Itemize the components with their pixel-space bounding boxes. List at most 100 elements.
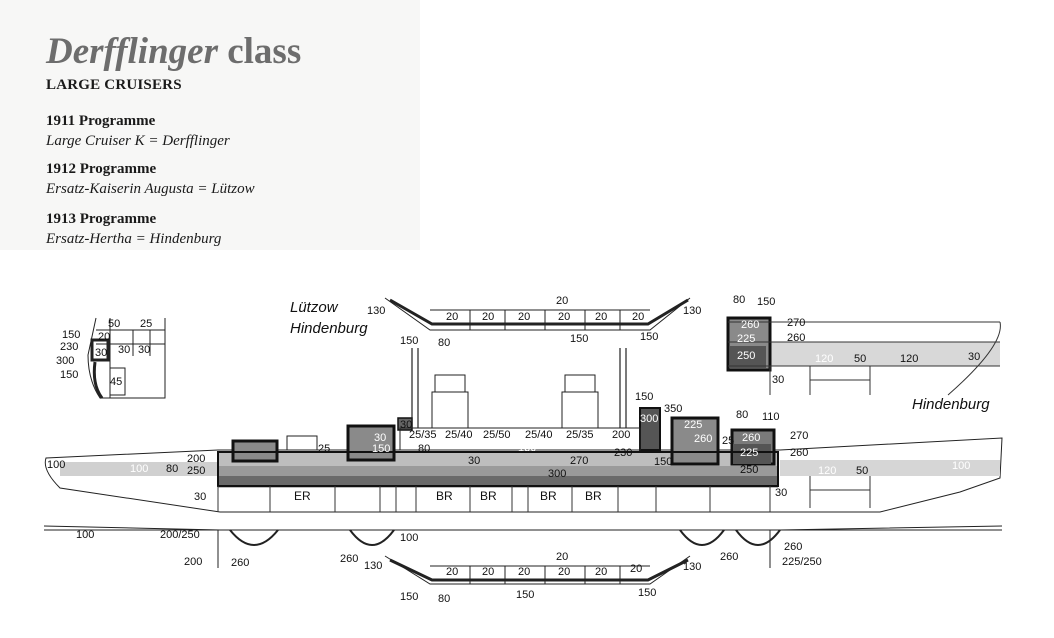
- label-bottom-4: 260: [231, 557, 249, 569]
- label-side-6: 30: [194, 491, 206, 503]
- label-hindenburg-right: Hindenburg: [912, 396, 990, 413]
- label-side-26: 350: [664, 403, 682, 415]
- programme-year: 1912 Programme: [46, 161, 157, 177]
- label-side-24: 150: [635, 391, 653, 403]
- label-side-22: 300: [548, 468, 566, 480]
- label-top-5: 20: [556, 295, 568, 307]
- label-top-8: 20: [632, 311, 644, 323]
- label-side-39: 100: [952, 460, 970, 472]
- label-top-13: 150: [640, 331, 658, 343]
- label-right-8: 120: [815, 353, 833, 365]
- label-side-9: 150: [372, 443, 390, 455]
- label-bottom-18: 225/250: [782, 556, 822, 568]
- label-bow-9: 30: [95, 347, 107, 359]
- page-title: Derfflinger class: [46, 30, 301, 73]
- top-deck-inset-drawing: [384, 297, 691, 331]
- label-side-12: 25/35: [409, 429, 437, 441]
- label-bottom-17: 260: [784, 541, 802, 553]
- label-bottom-16: 260: [720, 551, 738, 563]
- label-side-3: 80: [166, 463, 178, 475]
- label-right-10: 120: [900, 353, 918, 365]
- compartment-br-4: BR: [585, 489, 602, 503]
- label-side-35: 260: [790, 447, 808, 459]
- header-panel: [0, 0, 420, 250]
- right-inset-drawing: [726, 316, 1001, 396]
- bottom-deck-drawing: [43, 525, 1003, 585]
- subtitle: LARGE CRUISERS: [46, 77, 182, 93]
- label-bow-4: 20: [98, 331, 110, 343]
- label-side-4: 200: [187, 453, 205, 465]
- label-bow-5: 230: [60, 341, 78, 353]
- label-bow-8: 300: [56, 355, 74, 367]
- label-bow-6: 30: [118, 344, 130, 356]
- label-bottom-22: 150: [638, 587, 656, 599]
- label-hindenburg-top: Hindenburg: [290, 320, 368, 337]
- programme-1912: 1912 Programme Ersatz-Kaiserin Augusta =…: [46, 159, 255, 199]
- label-side-10: 80: [418, 443, 430, 455]
- label-side-34: 225: [740, 447, 758, 459]
- label-top-3: 20: [482, 311, 494, 323]
- label-bottom-1: 100: [76, 529, 94, 541]
- label-right-12: 30: [772, 374, 784, 386]
- programme-1913: 1913 Programme Ersatz-Hertha = Hindenbur…: [46, 209, 221, 249]
- label-bottom-15: 130: [683, 561, 701, 573]
- label-bottom-8: 20: [446, 566, 458, 578]
- label-bow-7: 30: [138, 344, 150, 356]
- label-side-11: 30: [400, 419, 412, 431]
- label-right-2: 150: [757, 296, 775, 308]
- label-side-32: 260: [742, 432, 760, 444]
- label-bottom-21: 150: [516, 589, 534, 601]
- label-top-12: 150: [570, 333, 588, 345]
- label-right-9: 50: [854, 353, 866, 365]
- label-side-8: 30: [374, 432, 386, 444]
- label-top-10: 150: [400, 335, 418, 347]
- label-right-1: 80: [733, 294, 745, 306]
- label-bottom-12: 20: [558, 566, 570, 578]
- label-side-23: 150: [654, 456, 672, 468]
- label-side-16: 25/35: [566, 429, 594, 441]
- label-side-20: 30: [468, 455, 480, 467]
- label-top-9: 130: [683, 305, 701, 317]
- label-right-3: 260: [741, 319, 759, 331]
- label-bottom-20: 80: [438, 593, 450, 605]
- label-bottom-10: 20: [518, 566, 530, 578]
- programme-1911: 1911 Programme Large Cruiser K = Derffli…: [46, 111, 230, 151]
- label-bow-10: 150: [60, 369, 78, 381]
- label-side-28: 260: [694, 433, 712, 445]
- label-side-18: 130: [518, 442, 536, 454]
- label-top-11: 80: [438, 337, 450, 349]
- label-right-6: 260: [787, 332, 805, 344]
- label-top-2: 20: [446, 311, 458, 323]
- label-right-4: 270: [787, 317, 805, 329]
- side-profile-drawing: [44, 348, 1003, 513]
- label-lutzow: Lützow: [290, 299, 339, 316]
- label-side-40: 30: [775, 487, 787, 499]
- label-bottom-9: 20: [482, 566, 494, 578]
- label-side-25: 300: [640, 413, 658, 425]
- label-side-27: 225: [684, 419, 702, 431]
- label-right-11: 30: [968, 351, 980, 363]
- programme-ship: Ersatz-Hertha = Hindenburg: [46, 231, 222, 247]
- label-bottom-6: 100: [400, 532, 418, 544]
- diagram-labels: 50 25 150 20 230 30 30 300 30 150 45 Lüt…: [47, 294, 990, 605]
- label-top-1: 130: [367, 305, 385, 317]
- label-right-5: 225: [737, 333, 755, 345]
- label-side-17: 200: [612, 429, 630, 441]
- label-right-7: 250: [737, 350, 755, 362]
- compartment-br-1: BR: [436, 489, 453, 503]
- label-side-29: 25: [722, 435, 734, 447]
- label-top-4: 20: [518, 311, 530, 323]
- label-bottom-2: 200/250: [160, 529, 200, 541]
- title-ship: Derfflinger: [46, 31, 218, 72]
- label-side-33: 270: [790, 430, 808, 442]
- label-side-15: 25/40: [525, 429, 553, 441]
- label-bottom-13: 20: [595, 566, 607, 578]
- label-bow-3: 150: [62, 329, 80, 341]
- bow-section-drawing: [87, 317, 166, 399]
- label-bottom-14: 20: [630, 563, 642, 575]
- label-side-1: 100: [47, 459, 65, 471]
- label-side-7: 25: [318, 443, 330, 455]
- label-bottom-5: 260: [340, 553, 358, 565]
- programme-year: 1913 Programme: [46, 211, 157, 227]
